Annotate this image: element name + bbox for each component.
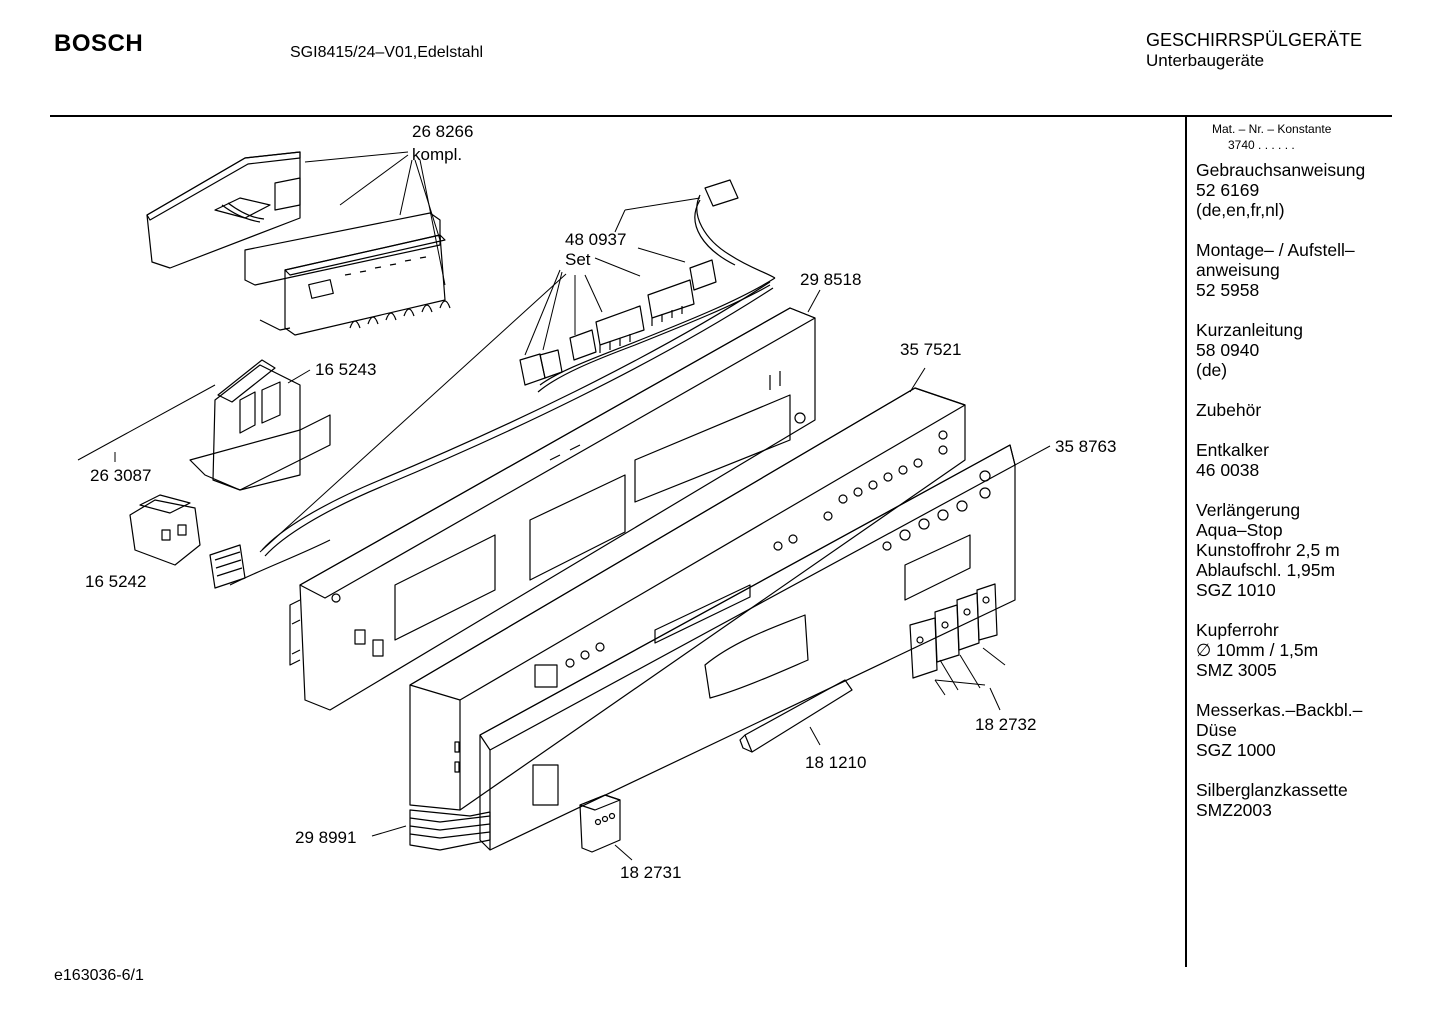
accessory-line: Ablaufschl. 1,95m [1196, 560, 1336, 580]
constant-value: 3740 . . . . . . [1228, 138, 1295, 152]
push-buttons [909, 583, 998, 679]
mat-nr-label: Mat. – Nr. – Konstante [1212, 122, 1332, 136]
accessory-line: Montage– / Aufstell– [1196, 240, 1355, 260]
accessory-line: Aqua–Stop [1196, 520, 1283, 540]
accessory-line: 46 0038 [1196, 460, 1260, 480]
accessory-line: Verlängerung [1196, 500, 1301, 520]
part-label-298991: 29 8991 [295, 828, 356, 847]
accessory-line: Silberglanzkassette [1196, 780, 1348, 800]
cable-harness-set [519, 179, 776, 393]
accessory-line: SMZ2003 [1196, 800, 1272, 820]
accessory-line: (de,en,fr,nl) [1196, 200, 1285, 220]
accessory-line: Entkalker [1196, 440, 1269, 460]
part-label-357521: 35 7521 [900, 340, 961, 359]
accessory-line: Kupferrohr [1196, 620, 1279, 640]
part-label-165243: 16 5243 [315, 360, 376, 379]
part-label-165242: 16 5242 [85, 572, 146, 591]
accessory-line: Kunstoffrohr 2,5 m [1196, 540, 1340, 560]
control-module-assembly [146, 151, 451, 336]
category-title: GESCHIRRSPÜLGERÄTE [1146, 30, 1363, 50]
handle-panel [479, 444, 1016, 851]
category-subtitle: Unterbaugeräte [1146, 51, 1265, 70]
part-label-263087: 26 3087 [90, 466, 151, 485]
main-switch [129, 494, 201, 566]
accessory-line: Zubehör [1196, 400, 1262, 420]
part-label-182732: 18 2732 [975, 715, 1036, 734]
accessory-line: SGZ 1000 [1196, 740, 1276, 760]
front-panel [409, 387, 966, 811]
connection-cable [209, 281, 774, 589]
sidebar-divider [1185, 117, 1187, 967]
accessory-line: anweisung [1196, 260, 1280, 280]
part-label-268266-note: kompl. [412, 145, 462, 164]
relay-housing [189, 359, 331, 491]
part-label-268266: 26 8266 [412, 122, 473, 141]
header-divider [50, 115, 1392, 117]
accessory-line: Kurzanleitung [1196, 320, 1304, 340]
control-panel-bracket [289, 307, 816, 711]
accessory-line: Gebrauchsanweisung [1196, 160, 1366, 180]
leader-lines [77, 151, 1051, 861]
part-label-182731: 18 2731 [620, 863, 681, 882]
accessory-line: 58 0940 [1196, 340, 1260, 360]
accessory-line: SGZ 1010 [1196, 580, 1276, 600]
accessory-line: Messerkas.–Backbl.– [1196, 700, 1363, 720]
seal-strips [409, 809, 491, 851]
accessory-line: Düse [1196, 720, 1237, 740]
accessory-line: (de) [1196, 360, 1228, 380]
brand-logo: BOSCH [54, 30, 144, 57]
accessory-block: Zubehör [1196, 400, 1365, 420]
accessory-line: ∅ 10mm / 1,5m [1196, 640, 1319, 660]
exploded-parts-drawing: 26 8266 kompl. 48 0937 Set 29 8518 35 75… [77, 122, 1116, 882]
part-label-358763: 35 8763 [1055, 437, 1116, 456]
accessory-line: SMZ 3005 [1196, 660, 1277, 680]
accessory-line: 52 5958 [1196, 280, 1260, 300]
part-label-298518: 29 8518 [800, 270, 861, 289]
model-title: SGI8415/24–V01,Edelstahl [290, 44, 484, 61]
part-label-480937: 48 0937 [565, 230, 626, 249]
trim-strip [739, 679, 853, 753]
part-label-480937-note: Set [565, 250, 591, 269]
accessory-line: 52 6169 [1196, 180, 1260, 200]
drawing-id: e163036-6/1 [54, 967, 144, 984]
part-label-181210: 18 1210 [805, 753, 866, 772]
button-block [579, 794, 621, 853]
